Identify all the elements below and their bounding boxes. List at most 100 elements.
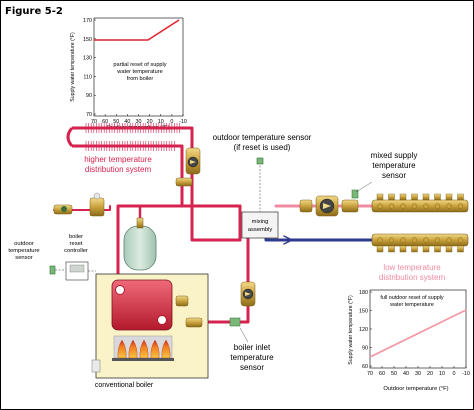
top-xticks-label: -10 xyxy=(179,119,187,125)
higher-temp-finned-tube xyxy=(66,123,192,151)
figure-label: Figure 5-2 xyxy=(5,6,63,17)
top-yticks-label: 70 xyxy=(86,112,92,118)
manifold-valve-knob xyxy=(434,237,441,243)
expansion-tank xyxy=(123,217,157,271)
manifold-port xyxy=(411,193,418,201)
flame xyxy=(139,339,149,359)
bottom-annot-line-2: water temperature xyxy=(389,302,434,308)
bottom-chart-xlabel: Outdoor temperature (°F) xyxy=(383,386,448,392)
top-xticks-label: 20 xyxy=(147,119,153,125)
manifold-port xyxy=(445,193,453,201)
boiler-inlet-label-1: boiler inlet xyxy=(234,343,271,352)
bot-xticks-label: -10 xyxy=(462,371,470,377)
top-chart-reset-line xyxy=(94,19,180,41)
top-annot-line-2: water temperature xyxy=(116,69,162,75)
manifold-port xyxy=(445,245,453,253)
low-temp-label-1: low temperature xyxy=(383,263,441,272)
boiler-supply-port xyxy=(115,285,125,295)
boiler-return-port xyxy=(157,315,167,325)
mixed-supply-label-2: temperature xyxy=(372,161,416,170)
manifold-valve-knob xyxy=(377,237,383,243)
flame xyxy=(117,339,127,359)
manifold-port xyxy=(376,193,384,201)
manifold-port xyxy=(376,245,384,253)
boiler-reset-controller xyxy=(65,261,96,281)
bot-xticks-label: 10 xyxy=(439,371,445,377)
manifold-valve-knob xyxy=(457,237,464,243)
boiler-reset-label-2: reset xyxy=(70,241,83,247)
bot-xticks-label: 60 xyxy=(379,371,385,377)
outdoor-sensor-top-label-1: outdoor temperature sensor xyxy=(213,133,312,142)
outdoor-sensor-left-device xyxy=(49,265,56,275)
boiler-reset-label-3: controller xyxy=(64,248,88,254)
outdoor-sensor-left-label-2: temperature xyxy=(8,248,39,254)
manifold-valve-knob xyxy=(400,203,406,209)
manifold-port xyxy=(388,245,395,253)
manifold-port xyxy=(457,245,464,253)
manifold-port xyxy=(422,193,430,201)
bottom-chart-reset-line xyxy=(369,309,467,358)
manifold-valve-knob xyxy=(446,203,452,209)
top-yticks-label: 150 xyxy=(83,37,92,43)
top-xticks-label: 30 xyxy=(136,119,142,125)
mixed-supply-label-1: mixed supply xyxy=(371,151,418,160)
bot-xticks-label: 70 xyxy=(367,371,373,377)
top-xticks-label: 50 xyxy=(113,119,119,125)
bot-yticks-label: 180 xyxy=(359,290,368,296)
bot-yticks-label: 90 xyxy=(362,346,368,352)
top-yticks-label: 170 xyxy=(83,18,92,24)
higher-temp-label-2: distribution system xyxy=(85,165,152,174)
manifold-port xyxy=(422,245,430,253)
top-chart-annotation: partial reset of supply water temperatur… xyxy=(113,62,166,82)
bot-xticks-label: 0 xyxy=(453,371,456,377)
top-annot-line-3: from boiler xyxy=(127,76,154,82)
low-temp-label-2: distribution system xyxy=(379,273,446,282)
top-yticks-label: 90 xyxy=(86,93,92,99)
flame xyxy=(150,339,160,359)
top-chart-ylabel: Supply water temperature (°F) xyxy=(70,32,76,102)
mixing-assembly-label-2: assembly xyxy=(248,227,273,233)
manifold-valve-knob xyxy=(411,203,418,209)
top-annot-line-1: partial reset of supply xyxy=(113,62,166,68)
conventional-boiler-label: conventional boiler xyxy=(95,382,154,389)
manifold-valve-knob xyxy=(400,237,406,243)
burner-bar xyxy=(112,358,174,361)
burner-flames xyxy=(117,339,171,359)
manifold-valve-knob xyxy=(423,237,429,243)
outdoor-sensor-top-device xyxy=(256,157,264,165)
manifold-port xyxy=(411,245,418,253)
mixing-assembly-box xyxy=(241,211,279,239)
bot-yticks-label: 60 xyxy=(362,364,368,370)
return-manifold xyxy=(371,233,469,253)
top-xticks-label: 0 xyxy=(170,119,173,125)
top-xticks-label: 10 xyxy=(158,119,164,125)
outdoor-sensor-left-label-1: outdoor xyxy=(14,241,34,247)
manifold-port xyxy=(399,245,407,253)
top-xticks-label: 40 xyxy=(124,119,130,125)
boiler-inlet-leader xyxy=(239,327,249,343)
bot-xticks-label: 30 xyxy=(415,371,421,377)
top-chart-y-ticks: 170 150 130 110 90 70 xyxy=(83,18,96,118)
mixed-supply-leader xyxy=(355,181,373,193)
bot-yticks-label: 120 xyxy=(359,327,368,333)
outdoor-sensor-top-label-2: (if reset is used) xyxy=(234,143,291,152)
manifold-port xyxy=(434,193,441,201)
supply-manifold xyxy=(371,193,469,213)
manifold-valve-knob xyxy=(377,203,383,209)
manifold-port xyxy=(388,193,395,201)
bot-xticks-label: 50 xyxy=(391,371,397,377)
manifold-valve-knob xyxy=(388,203,395,209)
manifold-port xyxy=(399,193,407,201)
manifold-valve-knob xyxy=(423,203,429,209)
mixing-assembly-label-1: mixing xyxy=(252,219,269,225)
manifold-valve-knob xyxy=(434,203,441,209)
top-yticks-label: 130 xyxy=(83,56,92,62)
bottom-chart-ylabel: Supply water temperature (°F) xyxy=(348,295,354,365)
outdoor-sensor-left-label-3: sensor xyxy=(15,255,32,261)
boiler-inlet-label-3: sensor xyxy=(240,363,264,372)
top-yticks-label: 110 xyxy=(83,74,92,80)
fittings xyxy=(53,147,359,328)
higher-temp-label-1: higher temperature xyxy=(84,155,152,164)
